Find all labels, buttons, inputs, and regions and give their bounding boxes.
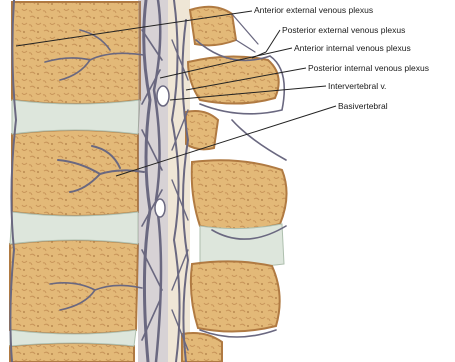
disc-upper: [12, 100, 140, 134]
label-intervertebral-vein: Intervertebral v.: [328, 81, 386, 91]
lamina-middle: [192, 160, 287, 229]
intervertebral-foramen: [157, 86, 169, 106]
label-anterior-internal-venous-plexus: Anterior internal venous plexus: [294, 43, 411, 53]
label-basivertebral: Basivertebral: [338, 101, 388, 111]
spinous-process-bottom: [182, 333, 222, 362]
pedicle-upper: [186, 111, 218, 149]
spinous-process-top: [190, 7, 236, 46]
vertebral-bodies: [10, 2, 140, 362]
vertebral-body-bottom-edge: [10, 343, 134, 362]
intervertebral-foramen-lower: [155, 199, 165, 217]
vertebral-body-middle: [12, 130, 138, 216]
label-posterior-internal-venous-plexus: Posterior internal venous plexus: [308, 63, 429, 73]
label-posterior-external-venous-plexus: Posterior external venous plexus: [282, 25, 405, 35]
lamina-upper: [188, 56, 279, 103]
disc-middle: [10, 212, 138, 244]
label-anterior-external-venous-plexus: Anterior external venous plexus: [254, 5, 373, 15]
lamina-lower: [191, 261, 280, 331]
vertebral-body-lower: [10, 240, 138, 334]
